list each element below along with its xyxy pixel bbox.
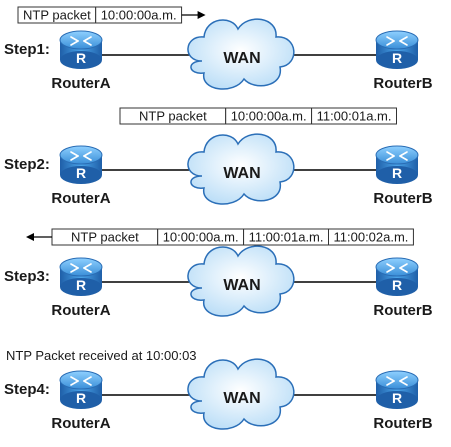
cloud-shape — [187, 18, 295, 90]
wan-cloud: WAN — [187, 18, 295, 90]
router-base — [60, 51, 102, 69]
cloud-shape — [187, 358, 295, 430]
step-label: Step2: — [4, 156, 50, 173]
router-b-icon: R — [375, 145, 419, 184]
packet-timestamp-cell — [328, 228, 414, 246]
wan-label: WAN — [223, 390, 260, 407]
router-top — [59, 145, 103, 165]
router-a-icon: R — [59, 257, 103, 296]
router-top — [375, 145, 419, 165]
router-b-icon: R — [375, 257, 419, 296]
router-base — [60, 391, 102, 409]
packet-timestamp: 11:00:01a.m. — [317, 109, 392, 124]
router-top — [375, 370, 419, 390]
router-b-icon: R — [375, 30, 419, 69]
router-letter: R — [392, 390, 402, 406]
router-arrows-icon — [386, 263, 408, 273]
router-top — [59, 30, 103, 50]
router-base — [376, 166, 418, 184]
step-label: Step3: — [4, 268, 50, 285]
router-arrows-icon — [70, 376, 92, 386]
router-a-icon: R — [59, 145, 103, 184]
router-arrows-icon — [386, 36, 408, 46]
cloud-shape — [187, 133, 295, 205]
cloud-shape — [187, 245, 295, 317]
router-base — [376, 278, 418, 296]
packet-timestamp: 10:00:00a.m. — [163, 230, 239, 245]
step-4: WAN R R Step4:RouterA RouterB NTP Packet rece… — [4, 348, 433, 432]
packet-timestamp: 10:00:00a.m. — [231, 109, 307, 124]
router-base — [376, 391, 418, 409]
router-arrows-icon — [70, 151, 92, 161]
step-1: WAN R R Step1:RouterA RouterB NTP packet 10:00… — [4, 6, 433, 92]
router-b-label: RouterB — [373, 190, 432, 207]
router-base — [60, 166, 102, 184]
router-arrows-icon — [70, 263, 92, 273]
router-a-icon: R — [59, 30, 103, 69]
wan-cloud: WAN — [187, 245, 295, 317]
received-note: NTP Packet received at 10:00:03 — [6, 348, 197, 363]
arrow-right-icon — [197, 11, 206, 19]
router-letter: R — [76, 277, 86, 293]
packet-timestamp-cell — [311, 107, 397, 125]
wan-label: WAN — [223, 50, 260, 67]
step-label: Step4: — [4, 381, 50, 398]
packet-timestamp: 11:00:01a.m. — [249, 230, 324, 245]
packet-timestamp: 11:00:02a.m. — [334, 230, 409, 245]
ntp-packet: NTP packet 10:00:00a.m. 11:00:01a.m. — [119, 107, 397, 125]
ntp-packet: NTP packet 10:00:00a.m. 11:00:01a.m. 11:00:… — [51, 228, 414, 246]
packet-type-label: NTP packet — [139, 109, 207, 124]
router-a-label: RouterA — [51, 415, 110, 432]
router-base — [376, 51, 418, 69]
wan-cloud: WAN — [187, 358, 295, 430]
router-top — [375, 30, 419, 50]
router-a-label: RouterA — [51, 190, 110, 207]
packet-timestamp: 10:00:00a.m. — [101, 8, 177, 23]
router-b-label: RouterB — [373, 302, 432, 319]
wan-label: WAN — [223, 277, 260, 294]
packet-type-label: NTP packet — [23, 8, 91, 23]
wan-cloud: WAN — [187, 133, 295, 205]
router-letter: R — [392, 277, 402, 293]
step-label: Step1: — [4, 41, 50, 58]
router-letter: R — [76, 50, 86, 66]
router-top — [375, 257, 419, 277]
arrow-left-icon — [26, 233, 34, 241]
ntp-packet: NTP packet 10:00:00a.m. — [17, 6, 183, 24]
step-3: WAN R R Step3:RouterA RouterB NTP packet 10:00… — [4, 228, 433, 319]
router-top — [59, 257, 103, 277]
router-letter: R — [76, 165, 86, 181]
packet-type-label: NTP packet — [71, 230, 139, 245]
router-b-label: RouterB — [373, 75, 432, 92]
router-a-icon: R — [59, 370, 103, 409]
router-letter: R — [392, 50, 402, 66]
step-2: WAN R R Step2:RouterA RouterB NTP packet 10:00… — [4, 107, 433, 207]
router-arrows-icon — [386, 151, 408, 161]
router-letter: R — [392, 165, 402, 181]
router-a-label: RouterA — [51, 302, 110, 319]
router-letter: R — [76, 390, 86, 406]
router-arrows-icon — [386, 376, 408, 386]
router-arrows-icon — [70, 36, 92, 46]
router-base — [60, 278, 102, 296]
wan-label: WAN — [223, 165, 260, 182]
router-b-label: RouterB — [373, 415, 432, 432]
router-b-icon: R — [375, 370, 419, 409]
router-a-label: RouterA — [51, 75, 110, 92]
router-top — [59, 370, 103, 390]
